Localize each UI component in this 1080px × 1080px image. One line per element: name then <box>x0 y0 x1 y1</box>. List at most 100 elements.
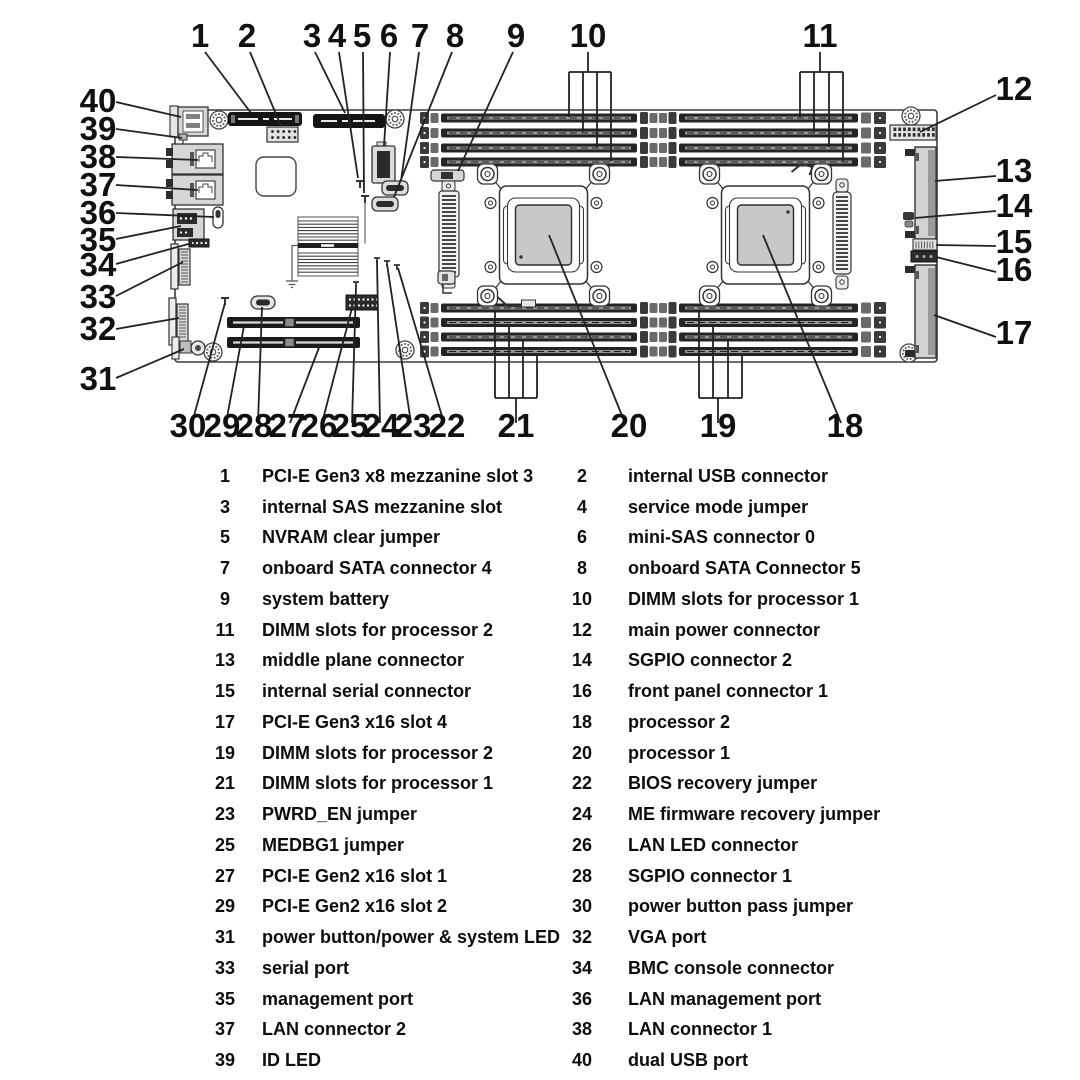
legend-number: 20 <box>571 742 593 763</box>
legend-label: front panel connector 1 <box>628 681 829 702</box>
legend-label: power button pass jumper <box>628 896 854 917</box>
cpu-die <box>514 204 573 266</box>
legend-label: VGA port <box>628 927 707 948</box>
mounting-hole <box>385 109 405 129</box>
main-power-connector <box>889 124 937 141</box>
legend-number: 34 <box>571 957 593 978</box>
leader-line-7 <box>400 51 420 182</box>
callout-number-38: 38 <box>80 138 117 175</box>
leader-line-13 <box>934 175 997 182</box>
leader-line-6 <box>383 51 391 147</box>
legend-number: 14 <box>571 650 593 671</box>
dimm-slot-row <box>420 127 886 139</box>
callout-number-1: 1 <box>191 17 209 54</box>
leader-line-24 <box>376 260 381 424</box>
callout-number-16: 16 <box>996 251 1033 288</box>
callout-number-27: 27 <box>269 407 306 444</box>
legend-row-10: 10 DIMM slots for processor 1 <box>565 584 965 615</box>
legend-label: BIOS recovery jumper <box>628 773 818 794</box>
legend-label: middle plane connector <box>262 650 465 671</box>
leader-line-36 <box>115 212 215 218</box>
callout-number-39: 39 <box>80 110 117 147</box>
legend-number: 11 <box>215 619 235 640</box>
legend-label: LAN connector 2 <box>262 1019 407 1040</box>
dimm-slot-row <box>420 316 886 329</box>
legend-label: SGPIO connector 2 <box>628 650 793 671</box>
legend-number: 19 <box>214 742 236 763</box>
legend-label: LAN LED connector <box>628 834 799 855</box>
callout-number-26: 26 <box>301 407 338 444</box>
callout-number-8: 8 <box>446 17 464 54</box>
callout-number-9: 9 <box>507 17 525 54</box>
voltage-regulator-strip <box>832 178 852 290</box>
mounting-hole <box>209 110 229 130</box>
leader-line-39 <box>115 128 183 139</box>
callout-number-28: 28 <box>236 407 273 444</box>
legend-number: 4 <box>576 496 587 517</box>
leader-bracket-11 <box>799 52 844 161</box>
leader-line-28 <box>257 306 263 424</box>
legend-number: 17 <box>214 711 236 732</box>
legend-label: PCI-E Gen2 x16 slot 2 <box>262 896 448 917</box>
pcie-gen2-slot-2 <box>227 317 360 328</box>
legend-label: PCI-E Gen3 x16 slot 4 <box>262 711 448 732</box>
legend-label: service mode jumper <box>628 496 809 517</box>
legend-row-34: 34 BMC console connector <box>565 953 965 984</box>
pcie-x16-slot-4 <box>905 264 937 359</box>
legend-label: DIMM slots for processor 1 <box>628 588 860 609</box>
leader-line-40 <box>115 101 182 118</box>
legend-number: 5 <box>219 527 230 548</box>
callout-number-32: 32 <box>80 310 117 347</box>
legend-label: SGPIO connector 1 <box>628 865 793 886</box>
leader-bracket-21 <box>494 310 538 423</box>
callout-number-18: 18 <box>827 407 864 444</box>
legend-number: 38 <box>571 1019 593 1040</box>
leader-line-35 <box>115 225 182 240</box>
legend-number: 7 <box>219 558 230 579</box>
callout-number-34: 34 <box>80 246 117 283</box>
leader-line-9 <box>457 51 514 172</box>
leader-line-26 <box>321 307 353 424</box>
legend-label: MEDBG1 jumper <box>262 834 405 855</box>
legend-number: 28 <box>571 865 593 886</box>
legend-label: BMC console connector <box>628 957 835 978</box>
legend-number: 2 <box>576 465 587 486</box>
legend-number: 30 <box>571 896 593 917</box>
callout-number-22: 22 <box>429 407 466 444</box>
callout-number-35: 35 <box>80 221 117 258</box>
leader-line-38 <box>115 156 199 161</box>
dual-usb-port <box>169 105 209 138</box>
callout-number-5: 5 <box>353 17 371 54</box>
legend-label: DIMM slots for processor 2 <box>262 742 494 763</box>
callout-number-23: 23 <box>395 407 432 444</box>
leader-bracket-19 <box>698 310 743 423</box>
legend-number: 10 <box>571 588 593 609</box>
callout-number-4: 4 <box>328 17 347 54</box>
callout-number-15: 15 <box>996 223 1033 260</box>
callout-number-6: 6 <box>380 17 398 54</box>
leader-line-27 <box>289 344 321 424</box>
leader-line-18 <box>762 234 842 424</box>
legend-number: 37 <box>214 1019 236 1040</box>
cpu-socket-1 <box>476 163 611 308</box>
leader-line-15 <box>935 244 997 247</box>
leader-line-4 <box>338 51 359 179</box>
callout-number-30: 30 <box>170 407 207 444</box>
legend-number: 3 <box>219 496 230 517</box>
legend-label: LAN management port <box>628 988 822 1009</box>
legend-number: 23 <box>214 804 236 825</box>
legend-number: 24 <box>571 804 593 825</box>
callout-number-33: 33 <box>80 278 117 315</box>
